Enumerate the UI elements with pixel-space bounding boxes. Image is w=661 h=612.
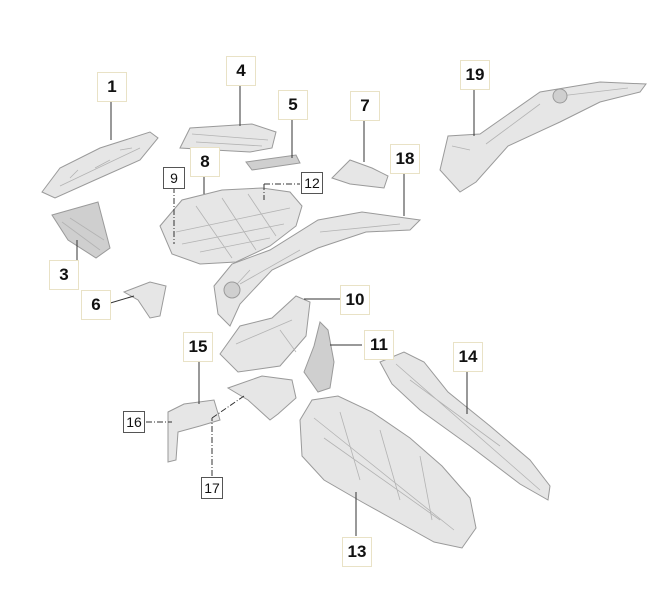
part-5-small-strip (245, 154, 301, 171)
part-19-rail (439, 81, 647, 193)
callout-3: 3 (49, 260, 79, 290)
callout-14: 14 (453, 342, 483, 372)
callout-18: 18 (390, 144, 420, 174)
part-14-trim (379, 351, 551, 501)
callout-6: 6 (81, 290, 111, 320)
leader-lines (76, 86, 475, 536)
callout-19: 19 (460, 60, 490, 90)
part-15-bracket (226, 375, 297, 421)
part-10-bracket (219, 295, 311, 373)
callout-1: 1 (97, 72, 127, 102)
callout-11: 11 (364, 330, 394, 360)
callout-8: 8 (190, 147, 220, 177)
part-4-strip (179, 123, 277, 153)
part-7-bracket (331, 159, 389, 189)
callout-17: 17 (201, 477, 223, 499)
part-16-bracket (167, 399, 221, 463)
part-11-bracket (303, 321, 335, 393)
callout-16: 16 (123, 411, 145, 433)
part-8-insulation-mat (159, 187, 303, 265)
callout-10: 10 (340, 285, 370, 315)
callout-9: 9 (163, 167, 185, 189)
part-6-bracket (122, 281, 167, 319)
callout-13: 13 (342, 537, 372, 567)
callout-7: 7 (350, 91, 380, 121)
callout-12: 12 (301, 172, 323, 194)
part-3-corner-bracket (51, 201, 111, 259)
callout-4: 4 (226, 56, 256, 86)
part-18-rail (213, 211, 422, 327)
part-13-wheelhouse-liner (299, 395, 477, 549)
callout-5: 5 (278, 90, 308, 120)
part-1-upper-panel (41, 131, 159, 199)
callout-15: 15 (183, 332, 213, 362)
